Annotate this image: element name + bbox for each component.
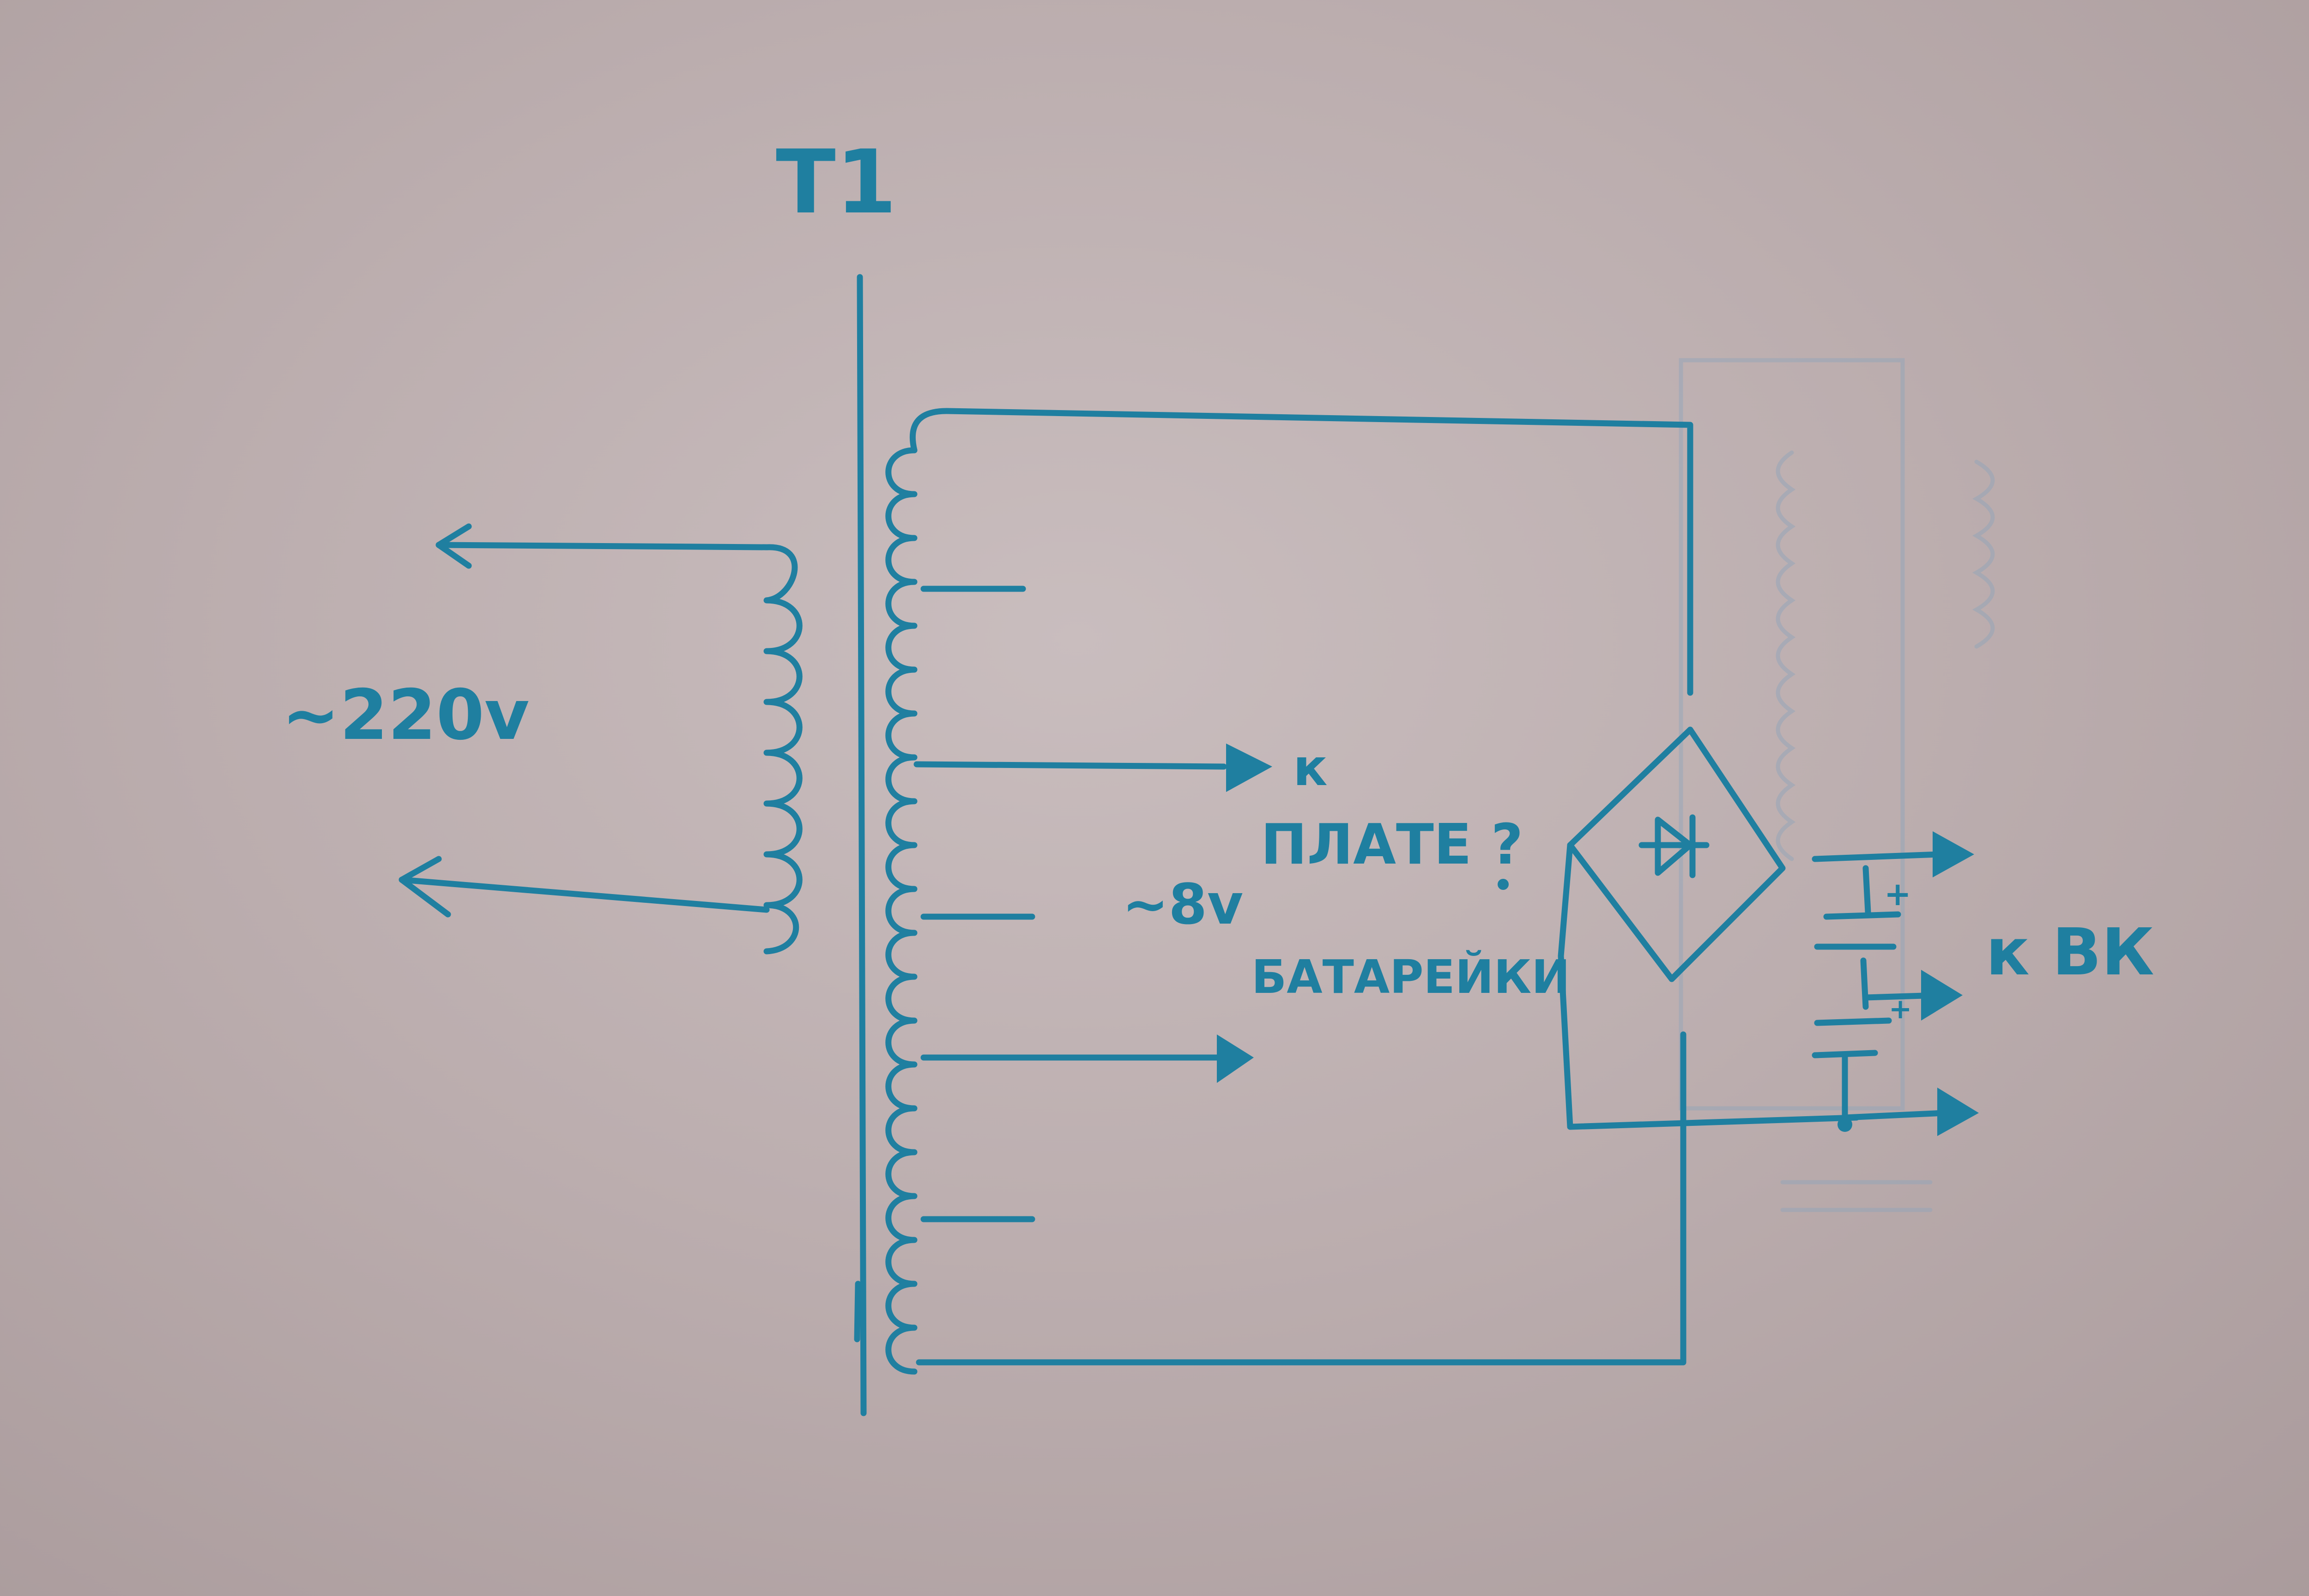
output-capacitor-stack xyxy=(1812,851,1943,1125)
secondary-voltage-label: ~8v xyxy=(1122,873,1243,937)
junction-dot xyxy=(1838,1117,1852,1132)
diode-bridge-icon xyxy=(1567,726,1786,982)
bleed-through-ghost xyxy=(1679,358,1995,1212)
arrow-right-icon xyxy=(1217,1034,1254,1083)
transformer-core xyxy=(857,274,867,1416)
plus-marker-top: + xyxy=(1884,875,1911,913)
secondary-winding xyxy=(885,447,918,1375)
core-bottom-stub xyxy=(854,1281,861,1342)
arrow-right-icon xyxy=(1937,1088,1979,1136)
primary-winding xyxy=(763,544,803,955)
arrow-left-icon xyxy=(399,856,451,918)
board-label: ПЛАТЕ ? xyxy=(1261,813,1523,877)
arrow-left-icon xyxy=(435,523,472,569)
primary-lead-bottom xyxy=(399,877,770,913)
secondary-top-wire xyxy=(909,408,1693,696)
arrow-right-icon xyxy=(1226,744,1272,792)
output-wire-bottom xyxy=(1842,1110,1947,1121)
transformer-label: T1 xyxy=(776,131,897,233)
question-dot xyxy=(1498,879,1509,890)
arrow-right-icon xyxy=(1933,831,1974,877)
secondary-tap-2 xyxy=(913,761,1227,770)
secondary-bottom-wire xyxy=(916,1031,1686,1366)
primary-lead-top xyxy=(435,542,770,550)
arrow-right-icon xyxy=(1921,970,1963,1021)
bridge-negative-lead xyxy=(1558,842,1860,1130)
output-label: к ВК xyxy=(1986,915,2154,990)
mains-voltage-label: ~220v xyxy=(282,675,530,756)
batteries-label: БАТАРЕЙКИ xyxy=(1251,950,1570,1004)
plus-marker-bottom: + xyxy=(1889,993,1912,1025)
to-label: к xyxy=(1293,738,1328,797)
